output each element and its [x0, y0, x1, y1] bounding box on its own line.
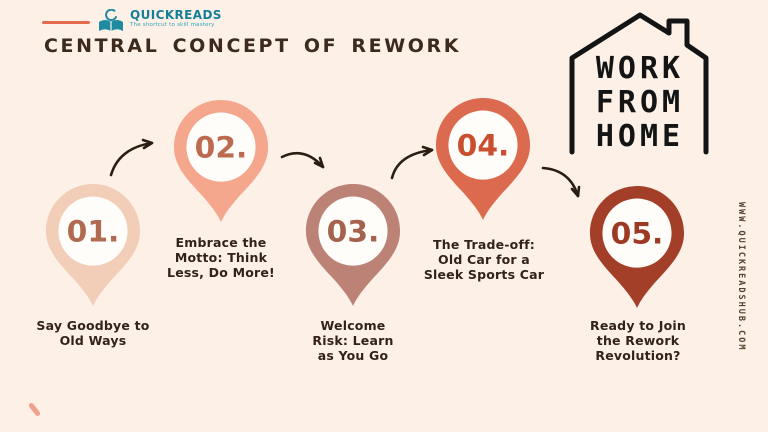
pin-inner-circle — [318, 196, 388, 266]
step-number-01: 01. — [67, 215, 120, 250]
flow-arrow-1-2-icon — [109, 138, 154, 177]
step-number-03: 03. — [327, 215, 380, 250]
step-number-05: 05. — [611, 217, 664, 252]
wfh-line-1: WORK — [596, 51, 684, 86]
pin-marker-03: 03. — [305, 184, 401, 306]
pin-inner-circle — [602, 198, 672, 268]
step-label-05: Ready to Join the Rework Revolution? — [590, 318, 686, 363]
logo-texts: QUICKREADS The shortcut to skill mastery — [130, 9, 222, 29]
pin-inner-circle — [186, 112, 256, 182]
pin-marker-02: 02. — [173, 100, 269, 222]
work-from-home-logo: WORK FROM HOME — [569, 12, 709, 155]
flow-arrow-2-3-icon — [280, 151, 325, 169]
accent-line — [42, 21, 90, 24]
wfh-line-3: HOME — [596, 119, 684, 154]
pin-inner-circle — [448, 110, 518, 180]
pin-marker-05: 05. — [589, 186, 685, 308]
flow-arrow-4-5-icon — [541, 166, 581, 198]
house-outline-icon — [569, 12, 709, 155]
step-label-02: Embrace the Motto: Think Less, Do More! — [167, 235, 275, 280]
step-number-02: 02. — [195, 131, 248, 166]
pin-inner-circle — [58, 196, 128, 266]
step-label-01: Say Goodbye to Old Ways — [36, 318, 150, 348]
step-label-03: Welcome Risk: Learn as You Go — [312, 318, 394, 363]
wfh-line-2: FROM — [596, 85, 684, 120]
flow-arrow-3-4-icon — [390, 145, 434, 180]
open-book-icon — [99, 9, 123, 31]
step-label-04: The Trade-off: Old Car for a Sleek Sport… — [423, 237, 545, 282]
logo-tagline: The shortcut to skill mastery — [130, 22, 215, 28]
step-number-04: 04. — [457, 129, 510, 164]
decorative-dash — [27, 402, 42, 417]
pin-marker-01: 01. — [45, 184, 141, 306]
website-url: WWW.QUICKREADSHUB.COM — [736, 202, 746, 352]
quickreads-logo: QUICKREADS The shortcut to skill mastery — [96, 9, 222, 35]
logo-name: QUICKREADS — [130, 8, 222, 22]
pin-marker-04: 04. — [435, 98, 531, 220]
page-title: CENTRAL CONCEPT OF REWORK — [44, 35, 462, 57]
